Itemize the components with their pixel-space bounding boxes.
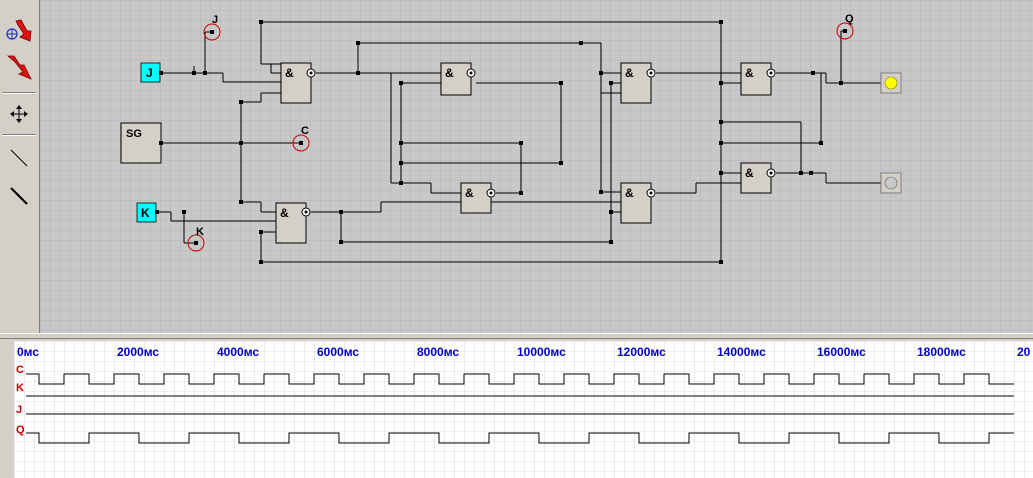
probe-q[interactable]: Q: [836, 13, 854, 40]
and-gate[interactable]: &: [620, 182, 656, 224]
and-gate[interactable]: &: [620, 62, 656, 104]
tool-palette: [0, 0, 40, 333]
svg-text:&: &: [445, 66, 454, 80]
thin-wire-tool[interactable]: [3, 142, 35, 174]
svg-text:Q: Q: [845, 13, 854, 25]
svg-text:C: C: [301, 125, 309, 137]
svg-text:&: &: [745, 166, 754, 180]
signal-trace-q: [26, 432, 1014, 444]
wires: [157, 21, 881, 263]
pane-splitter[interactable]: [0, 333, 1033, 339]
timing-left-margin: [0, 339, 14, 478]
svg-text:K: K: [141, 206, 150, 220]
lightning-arrow-icon: [6, 55, 32, 80]
input-k[interactable]: K: [136, 202, 159, 223]
and-gate[interactable]: &: [275, 202, 311, 244]
svg-text:&: &: [285, 66, 294, 80]
input-j[interactable]: J: [140, 62, 163, 83]
move-tool[interactable]: [3, 98, 35, 130]
and-gate[interactable]: &: [460, 182, 496, 214]
toolbar-separator: [2, 134, 36, 136]
and-gate[interactable]: &: [740, 62, 776, 96]
time-label: 2000мс: [117, 345, 159, 359]
svg-text:SG: SG: [126, 128, 142, 140]
probe-arrow-tool[interactable]: [3, 16, 35, 48]
svg-text:&: &: [280, 206, 289, 220]
time-label: 4000мс: [217, 345, 259, 359]
time-label: 16000мс: [817, 345, 866, 359]
output-lamp-q[interactable]: [880, 72, 902, 94]
thin-line-icon: [10, 149, 28, 167]
probe-arrow-icon: [6, 19, 32, 42]
and-gate[interactable]: &: [740, 162, 776, 194]
probe-c[interactable]: C: [292, 125, 310, 152]
toolbar-separator: [2, 92, 36, 94]
probe-k[interactable]: K: [187, 226, 205, 252]
svg-text:K: K: [196, 226, 204, 238]
signal-traces: [26, 373, 1014, 444]
svg-text:&: &: [625, 186, 634, 200]
svg-text:J: J: [212, 14, 218, 26]
signal-label-k: K: [16, 382, 24, 394]
probe-j[interactable]: J: [203, 14, 221, 41]
thick-line-icon: [10, 187, 28, 205]
signal-label-c: C: [16, 364, 24, 376]
time-label: 12000мс: [617, 345, 666, 359]
svg-text:J: J: [146, 66, 153, 80]
signal-label-q: Q: [16, 424, 25, 436]
signal-label-j: J: [16, 404, 22, 416]
output-lamp-not-q[interactable]: [880, 172, 902, 194]
time-label: 6000мс: [317, 345, 359, 359]
wire-junctions: [182, 20, 843, 264]
svg-text:&: &: [625, 66, 634, 80]
signal-generator[interactable]: SG: [120, 122, 163, 164]
svg-text:&: &: [745, 66, 754, 80]
move-cross-icon: [10, 105, 28, 123]
and-gate[interactable]: &: [440, 62, 476, 96]
time-label: 0мс: [17, 345, 39, 359]
time-label: 20: [1017, 345, 1031, 359]
thick-wire-tool[interactable]: [3, 180, 35, 212]
pulse-arrow-tool[interactable]: [3, 52, 35, 84]
timing-diagram[interactable]: 0мс 2000мс 4000мс 6000мс 8000мс 10000мс 12000м…: [14, 341, 1033, 478]
signal-trace-c: [26, 373, 1014, 385]
time-label: 14000мс: [717, 345, 766, 359]
circuit-canvas[interactable]: & & & & & & &: [40, 0, 1033, 333]
time-axis: 0мс 2000мс 4000мс 6000мс 8000мс 10000мс 12000м…: [16, 345, 1031, 436]
time-label: 18000мс: [917, 345, 966, 359]
time-label: 8000мс: [417, 345, 459, 359]
time-label: 10000мс: [517, 345, 566, 359]
and-gate[interactable]: &: [280, 62, 316, 104]
svg-text:&: &: [465, 186, 474, 200]
